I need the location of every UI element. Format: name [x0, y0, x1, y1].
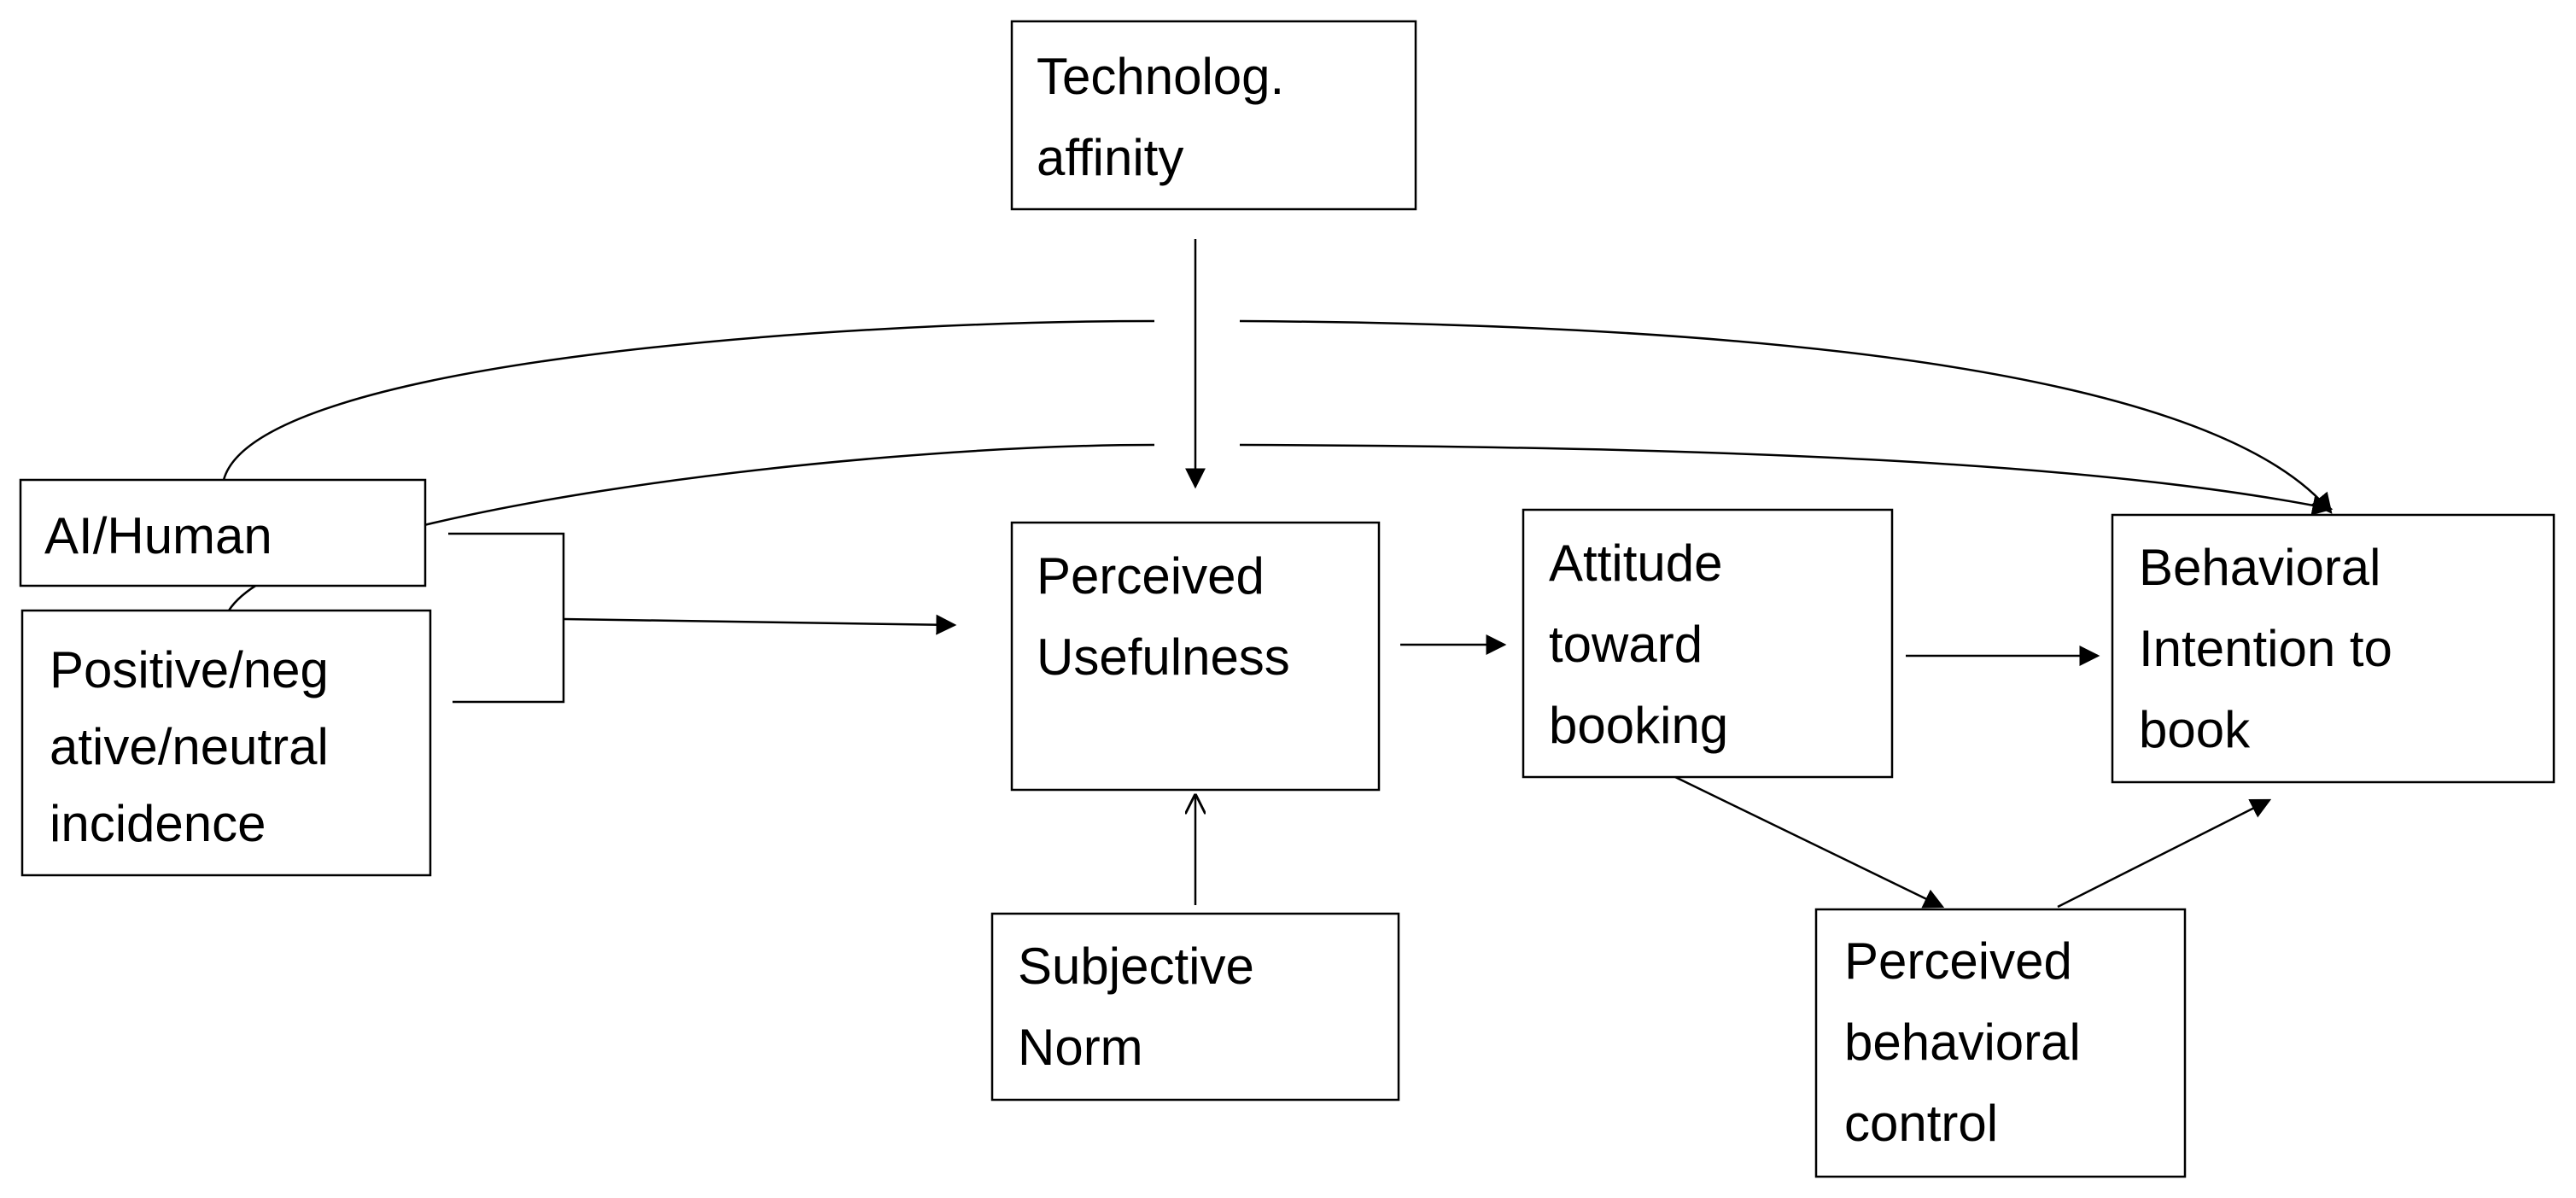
edge-attitude-to-pbc: [1674, 775, 1945, 909]
node-label: Subjective Norm: [1018, 938, 1269, 1076]
node-perceived-behavioral-control: Perceived behavioral control: [1814, 908, 2187, 1178]
node-label: Positive/neg ative/neutral incidence: [50, 641, 343, 852]
node-label: Behavioral Intention to book: [2139, 539, 2407, 758]
edge-ai-human-to-intention-b: [1239, 319, 2333, 514]
node-behavioral-intention: Behavioral Intention to book: [2111, 513, 2556, 784]
node-tech-affinity: Technolog. affinity: [1010, 20, 1417, 211]
edge-ai-human-to-intention-a: [222, 319, 1155, 481]
node-incidence: Positive/neg ative/neutral incidence: [20, 609, 432, 877]
edge-incidence-to-intention-b: [1239, 443, 2334, 516]
node-label: Attitude toward booking: [1549, 535, 1737, 754]
edge-combined-to-usefulness: [563, 614, 957, 635]
node-perceived-usefulness: Perceived Usefulness: [1010, 521, 1381, 792]
edge-pbc-to-intention: [2057, 798, 2272, 909]
node-label: Perceived Usefulness: [1037, 547, 1290, 686]
node-label: Perceived behavioral control: [1844, 932, 2095, 1152]
node-subjective-norm: Subjective Norm: [990, 912, 1400, 1102]
bracket-combine: [448, 532, 565, 704]
node-label: AI/Human: [44, 507, 272, 564]
node-ai-human: AI/Human: [19, 478, 427, 587]
node-attitude: Attitude toward booking: [1522, 508, 1894, 779]
node-label: Technolog. affinity: [1037, 48, 1299, 186]
